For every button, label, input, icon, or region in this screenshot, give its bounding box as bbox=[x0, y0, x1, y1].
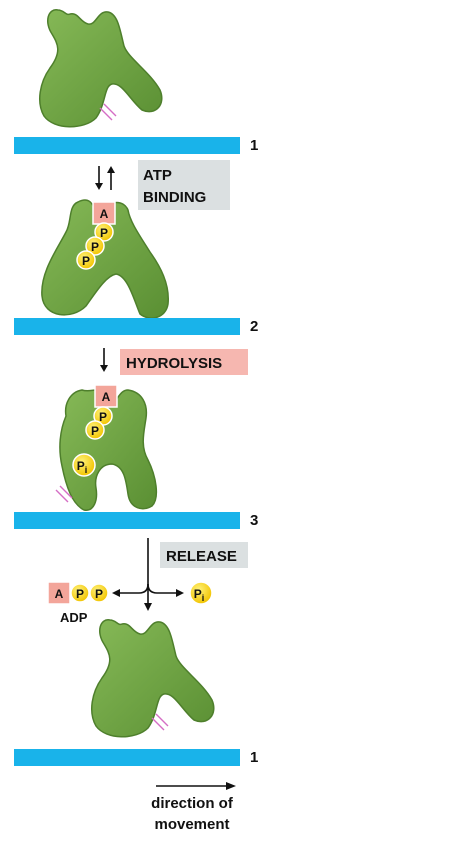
actin-track bbox=[14, 137, 240, 154]
adp-released: A P P ADP bbox=[47, 581, 109, 625]
adp-pi-bound: A P P Pi bbox=[72, 384, 118, 477]
atp-molecule: A P P P bbox=[76, 201, 116, 270]
panel-number: 2 bbox=[250, 318, 258, 335]
phosphate-label: P bbox=[95, 587, 103, 601]
phosphate-label: P bbox=[82, 254, 90, 268]
direction-label-line2: movement bbox=[154, 816, 229, 833]
reversible-arrows bbox=[95, 166, 115, 190]
hydrolysis-box: HYDROLYSIS bbox=[120, 349, 248, 375]
motor-head-detached bbox=[38, 9, 163, 128]
adp-label: ADP bbox=[60, 610, 88, 625]
release-arrows bbox=[112, 538, 184, 611]
atp-binding-line1: ATP bbox=[143, 167, 172, 184]
panel-1: 1 bbox=[14, 9, 258, 154]
actin-track bbox=[14, 512, 240, 529]
direction-indicator: direction of movement bbox=[151, 782, 236, 833]
panel-number: 3 bbox=[250, 512, 258, 529]
actin-track bbox=[14, 318, 240, 335]
wiggle-marks bbox=[151, 713, 169, 731]
phosphate-label: P bbox=[76, 587, 84, 601]
phosphate-label: P bbox=[91, 240, 99, 254]
inorganic-phosphate-label: Pi bbox=[77, 459, 88, 475]
atp-binding-box: ATP BINDING bbox=[138, 160, 230, 210]
hydrolysis-label: HYDROLYSIS bbox=[126, 355, 222, 372]
adenosine-label: A bbox=[100, 207, 109, 221]
adenosine-label: A bbox=[102, 390, 111, 404]
pi-released: Pi bbox=[189, 581, 213, 605]
phosphate-label: P bbox=[100, 226, 108, 240]
panel-number: 1 bbox=[250, 137, 258, 154]
hydrolysis-arrow bbox=[100, 348, 108, 372]
phosphate-label: P bbox=[91, 424, 99, 438]
direction-label-line1: direction of bbox=[151, 795, 234, 812]
wiggle-marks bbox=[99, 103, 117, 121]
panel-3: 3 A P P Pi bbox=[14, 384, 258, 529]
motor-head-detached-moved bbox=[90, 619, 215, 738]
panel-4: 1 bbox=[14, 619, 258, 766]
wiggle-marks bbox=[55, 485, 73, 503]
panel-2: 2 A P P P bbox=[14, 199, 258, 335]
phosphate-label: P bbox=[99, 410, 107, 424]
actin-track bbox=[14, 749, 240, 766]
atp-binding-line2: BINDING bbox=[143, 189, 206, 206]
release-label: RELEASE bbox=[166, 548, 237, 565]
adenosine-label: A bbox=[55, 587, 64, 601]
inorganic-phosphate-label: Pi bbox=[194, 587, 205, 603]
panel-number: 1 bbox=[250, 749, 258, 766]
release-box: RELEASE bbox=[160, 542, 248, 568]
